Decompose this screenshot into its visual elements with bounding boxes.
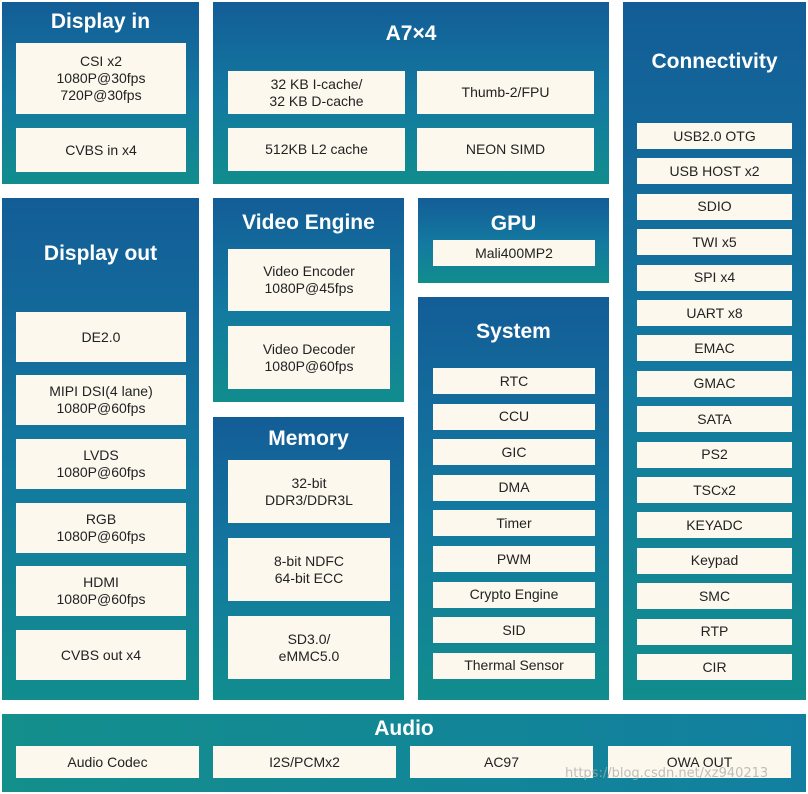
video-decoder-block: Video Decoder 1080P@60fps bbox=[228, 326, 390, 389]
display-out-mipi-block: MIPI DSI(4 lane) 1080P@60fps bbox=[16, 375, 186, 425]
display-out-title: Display out bbox=[43, 242, 158, 265]
display-out-rgb-block: RGB 1080P@60fps bbox=[16, 503, 186, 553]
display-in-panel: Display in CSI x2 1080P@30fps 720P@30fps… bbox=[2, 2, 199, 184]
connectivity-item-16: CIR bbox=[637, 654, 792, 680]
display-out-hdmi-block: HDMI 1080P@60fps bbox=[16, 566, 186, 616]
connectivity-item-15: RTP bbox=[637, 618, 792, 645]
watermark-text: https://blog.csdn.net/xz940213 bbox=[565, 766, 769, 781]
audio-owa-block: OWA OUT bbox=[608, 746, 791, 778]
system-item-1: RTC bbox=[433, 368, 595, 394]
connectivity-item-2: USB HOST x2 bbox=[637, 158, 792, 185]
display-out-panel: Display out DE2.0 MIPI DSI(4 lane) 1080P… bbox=[2, 198, 199, 700]
cpu-thumb-block: Thumb-2/FPU bbox=[417, 71, 594, 114]
connectivity-panel: Connectivity USB2.0 OTG USB HOST x2 SDIO TW… bbox=[623, 2, 806, 700]
connectivity-item-6: UART x8 bbox=[637, 300, 792, 326]
connectivity-item-3: SDIO bbox=[637, 193, 792, 220]
display-out-cvbs-block: CVBS out x4 bbox=[16, 630, 186, 680]
connectivity-item-8: GMAC bbox=[637, 370, 792, 397]
system-item-7: Crypto Engine bbox=[433, 581, 595, 608]
system-item-4: DMA bbox=[433, 474, 595, 501]
gpu-title: GPU bbox=[490, 212, 537, 235]
gpu-panel: GPU Mali400MP2 bbox=[418, 198, 609, 283]
cpu-cache-block: 32 KB I-cache/ 32 KB D-cache bbox=[228, 71, 405, 114]
cpu-panel: A7×4 32 KB I-cache/ 32 KB D-cache Thumb-… bbox=[213, 2, 609, 184]
display-in-title: Display in bbox=[50, 10, 151, 33]
cpu-neon-block: NEON SIMD bbox=[417, 128, 594, 171]
memory-sd-block: SD3.0/ eMMC5.0 bbox=[228, 616, 390, 679]
connectivity-title: Connectivity bbox=[651, 50, 778, 73]
gpu-mali-block: Mali400MP2 bbox=[433, 240, 595, 266]
memory-ddr-block: 32-bit DDR3/DDR3L bbox=[228, 460, 390, 523]
memory-panel: Memory 32-bit DDR3/DDR3L 8-bit NDFC 64-b… bbox=[213, 417, 404, 700]
display-out-lvds-block: LVDS 1080P@60fps bbox=[16, 439, 186, 489]
system-title: System bbox=[476, 320, 551, 343]
display-in-cvbs-block: CVBS in x4 bbox=[16, 128, 186, 172]
memory-title: Memory bbox=[268, 427, 349, 450]
audio-ac97-block: AC97 bbox=[410, 746, 593, 778]
system-item-9: Thermal Sensor bbox=[433, 652, 595, 679]
system-item-6: PWM bbox=[433, 546, 595, 572]
cpu-l2-block: 512KB L2 cache bbox=[228, 128, 405, 171]
connectivity-item-1: USB2.0 OTG bbox=[637, 123, 792, 149]
video-encoder-block: Video Encoder 1080P@45fps bbox=[228, 249, 390, 311]
audio-codec-block: Audio Codec bbox=[16, 746, 199, 778]
audio-title: Audio bbox=[374, 717, 434, 740]
audio-i2s-block: I2S/PCMx2 bbox=[213, 746, 396, 778]
connectivity-item-14: SMC bbox=[637, 583, 792, 610]
display-in-csi-block: CSI x2 1080P@30fps 720P@30fps bbox=[16, 43, 186, 114]
system-item-3: GIC bbox=[433, 439, 595, 466]
system-item-2: CCU bbox=[433, 403, 595, 430]
display-out-de-block: DE2.0 bbox=[16, 312, 186, 362]
audio-panel: Audio Audio Codec I2S/PCMx2 AC97 OWA OUT bbox=[2, 714, 806, 792]
connectivity-item-10: PS2 bbox=[637, 441, 792, 468]
connectivity-item-7: EMAC bbox=[637, 335, 792, 362]
connectivity-item-4: TWI x5 bbox=[637, 229, 792, 256]
cpu-title: A7×4 bbox=[385, 22, 437, 45]
connectivity-item-13: Keypad bbox=[637, 547, 792, 574]
connectivity-item-5: SPI x4 bbox=[637, 264, 792, 291]
system-item-8: SID bbox=[433, 617, 595, 644]
memory-ndfc-block: 8-bit NDFC 64-bit ECC bbox=[228, 538, 390, 601]
connectivity-item-9: SATA bbox=[637, 406, 792, 433]
video-engine-panel: Video Engine Video Encoder 1080P@45fps V… bbox=[213, 198, 404, 402]
video-engine-title: Video Engine bbox=[242, 211, 375, 234]
connectivity-item-12: KEYADC bbox=[637, 512, 792, 539]
connectivity-item-11: TSCx2 bbox=[637, 477, 792, 503]
system-item-5: Timer bbox=[433, 510, 595, 537]
